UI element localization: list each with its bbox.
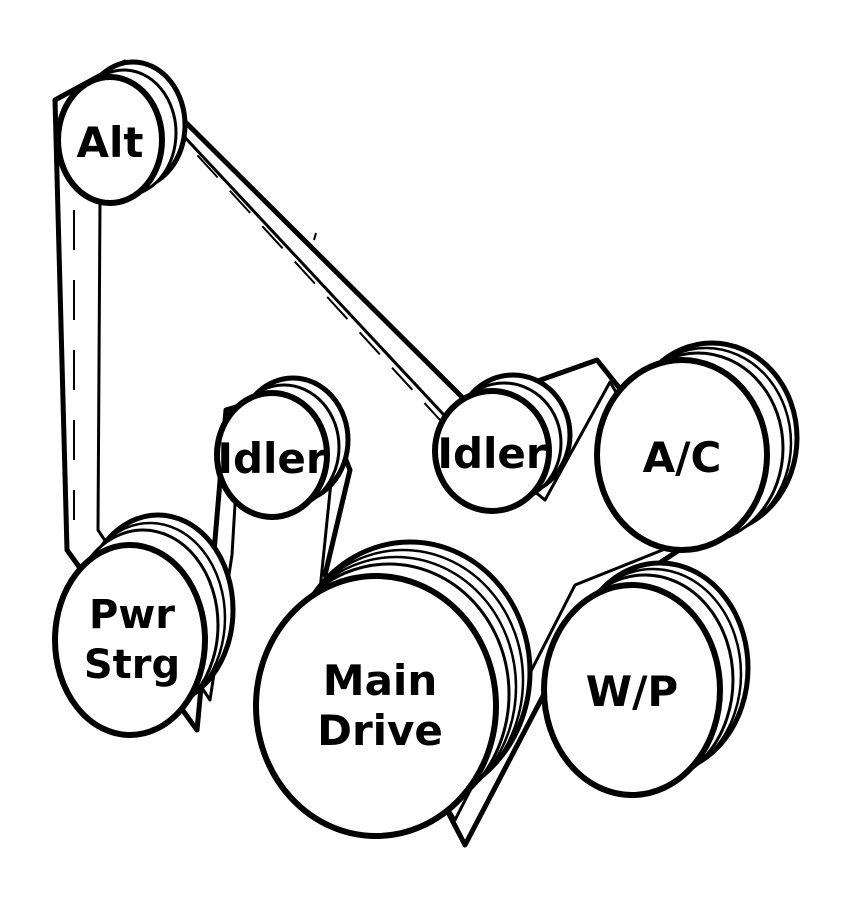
stray-mark [313,232,317,241]
pulley-pwr-strg-label-line2: Strg [84,642,180,688]
pulley-pwr-strg: Pwr Strg [52,512,236,738]
pulley-main-drive-label-line1: Main [323,656,437,705]
belt-centerline [164,119,441,421]
pulley-alt-label: Alt [77,118,144,167]
pulley-pwr-strg-label-line1: Pwr [89,592,175,638]
pulley-idler-right-label: Idler [437,429,547,478]
pulley-idler-left-label: Idler [217,434,327,483]
pulley-idler-right: Idler [432,372,573,514]
pulley-main-drive-label-line2: Drive [317,706,443,755]
pulley-alt: Alt [55,59,188,206]
pulley-ac: A/C [594,340,800,553]
pulley-wp-label: W/P [586,667,678,716]
pulley-wp: W/P [541,560,751,798]
pulley-ac-label: A/C [643,433,722,482]
pulley-idler-left: Idler [214,375,351,520]
pulley-main-drive: Main Drive [253,539,533,839]
